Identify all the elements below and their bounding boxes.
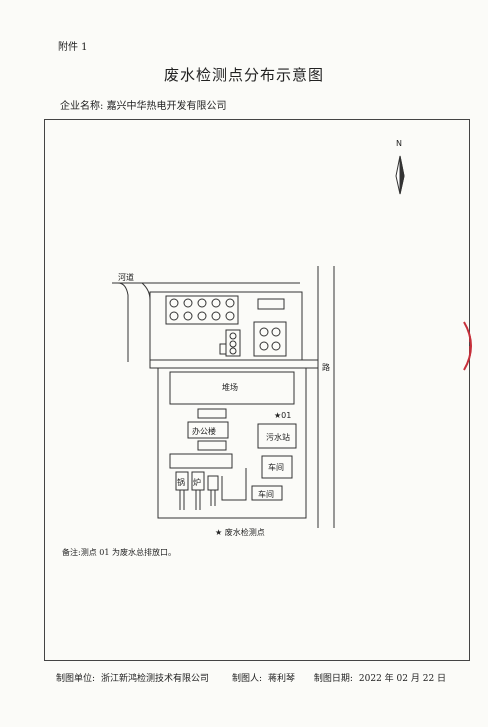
date-label: 制图日期:: [313, 674, 353, 684]
workshop-2: [251, 485, 283, 501]
river-curve-inner: [117, 282, 129, 362]
workshop-1-label: 车间: [268, 462, 284, 472]
lower-block: [157, 367, 307, 519]
company-name: 嘉兴中华热电开发有限公司: [106, 101, 227, 112]
small-building-low: [197, 440, 227, 451]
workshop-1: [261, 455, 293, 479]
boiler-2: [191, 471, 205, 491]
boiler-label-2: 炉: [193, 477, 201, 487]
north-arrow-icon: [395, 155, 405, 195]
maker-unit: 浙江新鸿检测技术有限公司: [101, 674, 210, 684]
maker-person-label: 制图人:: [231, 674, 262, 684]
divider-strip: [149, 359, 319, 369]
diagram-frame: [44, 119, 470, 661]
river-curve-outer: [141, 282, 151, 362]
company-line: 企业名称: 嘉兴中华热电开发有限公司: [60, 97, 227, 112]
note-text: 备注:测点 01 为废水总排放口。: [62, 548, 176, 557]
tank-cluster-right: [253, 321, 287, 357]
drain-pipe: [221, 468, 247, 501]
boiler-header: [169, 453, 233, 469]
small-building-top: [257, 298, 285, 310]
maker-unit-label: 制图单位:: [56, 674, 96, 684]
sewage-station-label: 污水站: [266, 432, 290, 442]
page-title: 废水检测点分布示意图: [163, 66, 324, 84]
maker-person: 蒋利琴: [267, 674, 295, 684]
boiler-stacks: [179, 490, 216, 510]
boiler-1: [175, 471, 189, 491]
tank-column-middle: [219, 329, 241, 357]
office-building: [187, 421, 229, 439]
date-value: 2022 年 02 月 22 日: [358, 674, 447, 684]
attachment-label: 附件 1: [58, 42, 88, 53]
office-label: 办公楼: [192, 426, 216, 436]
seal-mark: [463, 321, 472, 371]
footer: 制图单位: 浙江新鸿检测技术有限公司 制图人: 蒋利琴 制图日期: 2022 年 02…: [56, 671, 452, 684]
small-building-mid: [197, 408, 227, 419]
company-label: 企业名称:: [60, 101, 104, 112]
road-label: 路: [322, 362, 330, 372]
stockyard-label: 堆场: [222, 382, 238, 392]
sewage-station: [257, 423, 297, 449]
boiler-label-1: 锅: [177, 477, 185, 487]
tank-grid: [165, 295, 239, 325]
monitoring-point-label: ★01: [274, 411, 291, 420]
boiler-3: [207, 475, 219, 491]
stockyard-building: [169, 371, 295, 405]
north-label: N: [396, 139, 402, 148]
legend-label: ★ 废水检测点: [215, 527, 265, 537]
river-label: 河道: [118, 272, 134, 282]
workshop-2-label: 车间: [258, 489, 274, 499]
